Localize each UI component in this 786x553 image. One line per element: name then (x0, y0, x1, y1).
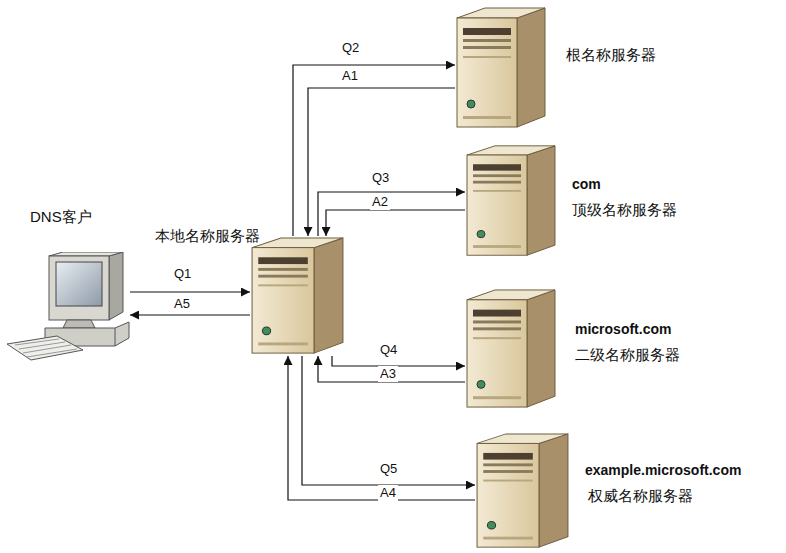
server-node: example.microsoft.com权威名称服务器 (475, 432, 570, 550)
step-label: Q3 (370, 170, 391, 186)
step-label: A5 (172, 296, 192, 312)
step-label: A1 (340, 68, 360, 84)
step-label: Q4 (378, 342, 399, 358)
query-arrow (318, 356, 465, 382)
server-icon (475, 432, 570, 550)
node-label: 根名称服务器 (566, 46, 656, 64)
query-arrow (288, 356, 475, 500)
server-domain: com (572, 176, 601, 193)
query-arrow (130, 314, 250, 315)
server-node: 根名称服务器 (455, 6, 547, 130)
node-label: DNS客户 (30, 208, 92, 226)
client-node: DNS客户 (5, 252, 130, 362)
step-label: A3 (378, 366, 398, 382)
query-arrow (326, 210, 465, 236)
step-label: Q2 (340, 40, 361, 56)
computer-icon (5, 252, 130, 362)
node-label: 本地名称服务器 (155, 227, 260, 245)
step-label: A2 (370, 194, 390, 210)
server-icon (465, 288, 557, 410)
query-arrow (302, 356, 475, 485)
server-icon (250, 236, 345, 356)
server-domain: microsoft.com (575, 321, 671, 338)
server-icon (455, 6, 547, 130)
server-icon (465, 144, 557, 258)
node-label: 顶级名称服务器 (572, 201, 677, 219)
step-label: A4 (378, 485, 398, 501)
server-node: com顶级名称服务器 (465, 144, 557, 258)
query-arrow (318, 192, 465, 236)
server-domain: example.microsoft.com (585, 462, 741, 479)
node-label: 权威名称服务器 (588, 487, 693, 505)
query-arrow (130, 291, 250, 292)
node-label: 二级名称服务器 (575, 346, 680, 364)
query-arrow (308, 88, 455, 236)
server-node: microsoft.com二级名称服务器 (465, 288, 557, 410)
server-node: 本地名称服务器 (250, 236, 345, 356)
step-label: Q5 (378, 461, 399, 477)
step-label: Q1 (172, 266, 193, 282)
